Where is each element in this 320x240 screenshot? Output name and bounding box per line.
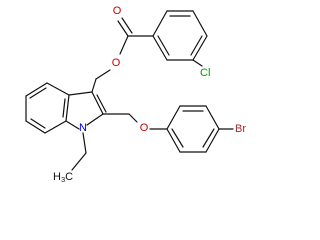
ester-oxygen-label: O xyxy=(112,57,121,69)
nitrogen-label: N xyxy=(79,122,87,134)
methyl-label: H3C xyxy=(53,171,73,184)
bromine-label: Br xyxy=(235,123,246,135)
methyl-c: C xyxy=(65,171,73,183)
chlorine-label: Cl xyxy=(200,67,210,79)
carbonyl-oxygen-label: O xyxy=(113,5,122,17)
methyl-subscript: 3 xyxy=(61,175,65,184)
ether-oxygen-label: O xyxy=(140,122,149,134)
bond-lines xyxy=(25,10,234,171)
molecule-structure: O O Cl N O Br H3C xyxy=(25,5,246,184)
methyl-h: H xyxy=(53,171,61,183)
